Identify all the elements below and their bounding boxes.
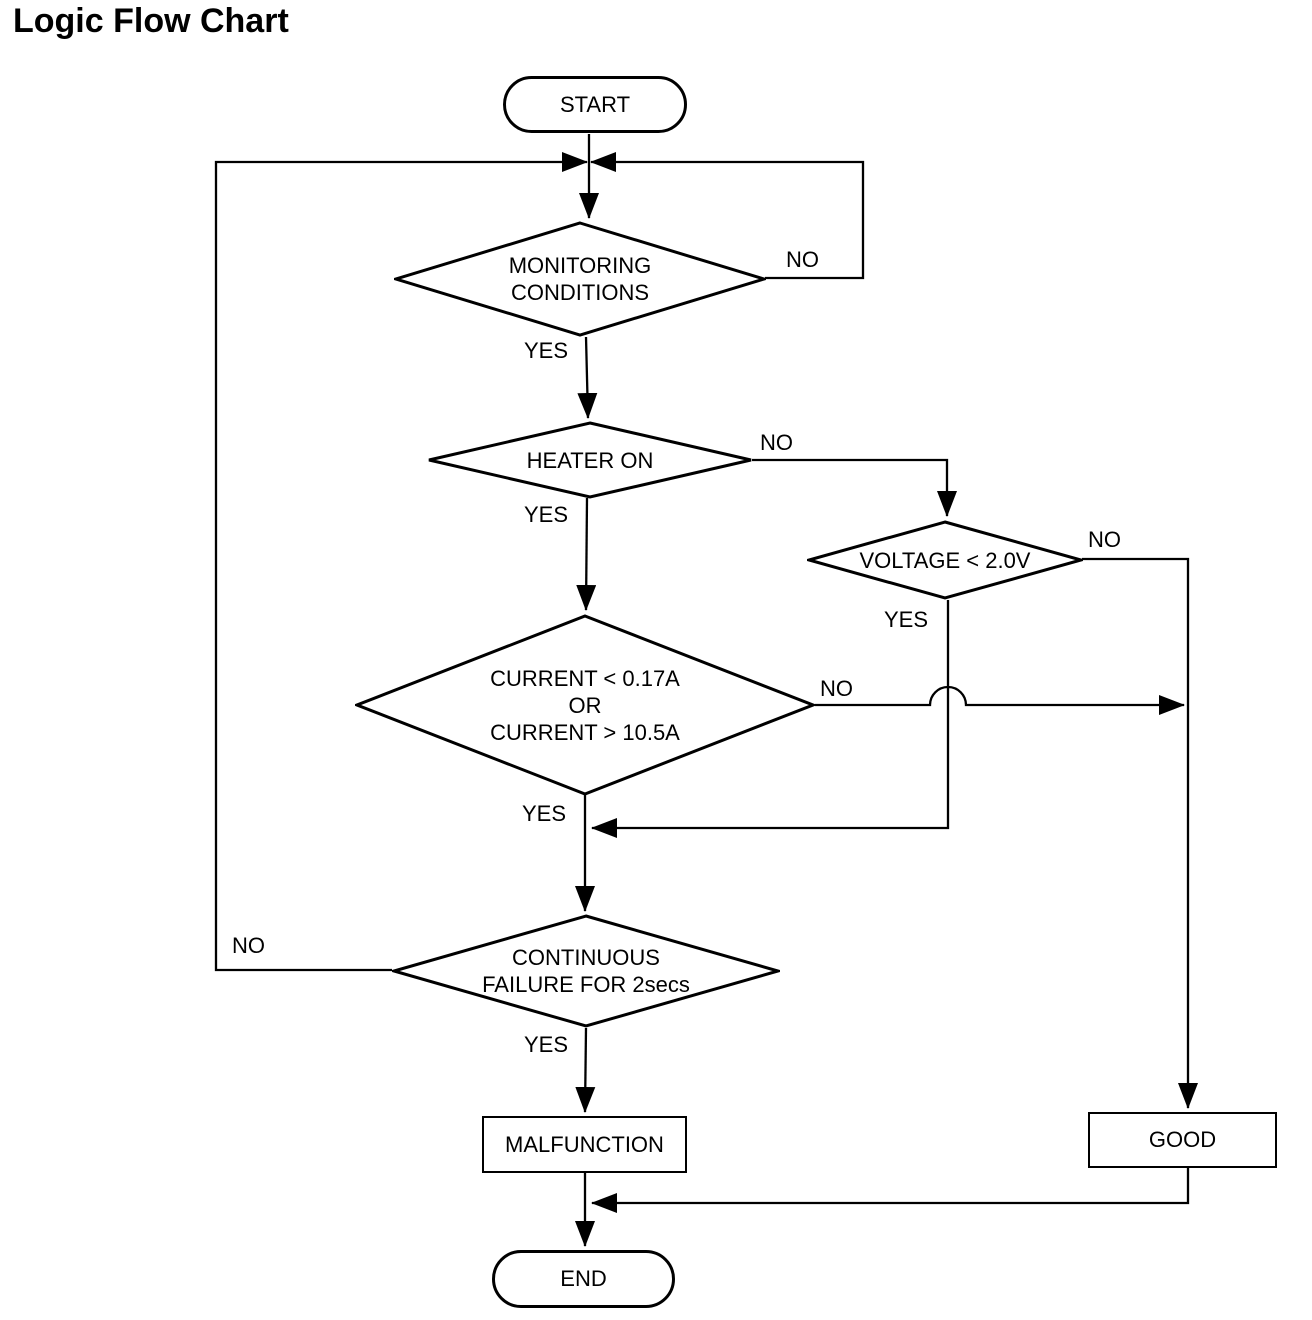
edge-good-merge (591, 1168, 1190, 1213)
decision-label: HEATER ON (527, 447, 654, 474)
decision-label-line: CONDITIONS (510, 280, 650, 305)
decision-continuous-failure: CONTINUOUS FAILURE FOR 2secs (392, 914, 780, 1028)
edge-label-monitoring-no: NO (786, 247, 819, 272)
decision-label-line: MONITORING (508, 253, 652, 278)
edge-label-heater-no: NO (760, 430, 793, 455)
edge-continuous-no-loop (214, 152, 588, 972)
node-end-label: END (560, 1266, 607, 1291)
edge-label-continuous-no: NO (232, 933, 265, 958)
edge-continuous-yes (575, 1027, 596, 1113)
decision-label-line: VOLTAGE < 2.0V (859, 547, 1031, 573)
decision-label-line: CURRENT > 10.5A (490, 719, 680, 745)
edge-monitoring-yes (577, 336, 598, 419)
edge-heater-no (752, 458, 957, 517)
diamond-shape (392, 914, 780, 1028)
edge-monitoring-no-loop (590, 152, 865, 280)
edge-voltage-no (1082, 557, 1198, 1109)
diamond-shape (394, 221, 766, 337)
node-start-label: START (559, 91, 631, 117)
decision-heater-on: HEATER ON (427, 421, 753, 499)
node-malfunction-label: MALFUNCTION (505, 1131, 664, 1157)
edge-current-no (815, 685, 1185, 715)
decision-monitoring-conditions: MONITORING CONDITIONS (394, 221, 766, 337)
decision-label: VOLTAGE < 2.0V (860, 547, 1031, 574)
decision-label: MONITORING CONDITIONS (509, 252, 652, 306)
decision-label-line: FAILURE FOR 2secs (482, 972, 690, 997)
decision-voltage: VOLTAGE < 2.0V (807, 520, 1083, 600)
diamond-shape (355, 614, 815, 796)
page-title: Logic Flow Chart (13, 2, 289, 40)
edge-label-voltage-no: NO (1088, 527, 1121, 552)
decision-label-line: CURRENT < 0.17A (490, 665, 680, 691)
edge-label-current-yes: YES (521, 801, 566, 826)
decision-label: CURRENT < 0.17A OR CURRENT > 10.5A (490, 665, 680, 746)
decision-label-line: OR (568, 692, 602, 718)
node-malfunction: MALFUNCTION (482, 1116, 687, 1173)
node-start: START (503, 76, 687, 133)
edge-label-current-no: NO (820, 676, 853, 701)
decision-current: CURRENT < 0.17A OR CURRENT > 10.5A (355, 614, 815, 796)
edge-voltage-yes (591, 600, 950, 838)
decision-label-line: HEATER ON (526, 447, 654, 473)
edge-label-monitoring-yes: YES (523, 338, 568, 363)
edge-label-voltage-yes: YES (883, 607, 928, 632)
decision-label: CONTINUOUS FAILURE FOR 2secs (482, 944, 690, 998)
edge-heater-yes (576, 497, 597, 611)
node-good-label: GOOD (1148, 1127, 1217, 1152)
node-end: END (492, 1250, 675, 1308)
diamond-shape (428, 421, 752, 499)
node-good: GOOD (1088, 1112, 1277, 1168)
decision-label-line: CONTINUOUS (512, 945, 660, 970)
edge-label-heater-yes: YES (523, 502, 568, 527)
edge-label-continuous-yes: YES (523, 1032, 568, 1057)
diamond-shape (807, 520, 1083, 600)
